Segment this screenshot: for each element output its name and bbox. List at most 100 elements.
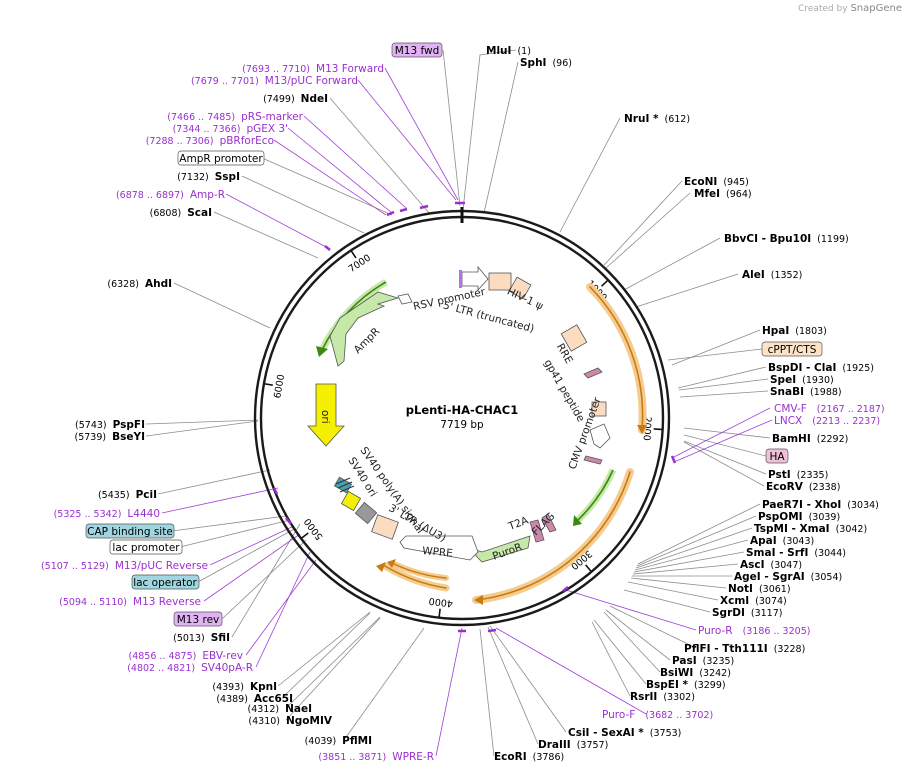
pleader-prs [303, 115, 407, 209]
enzyme-sspi: (7132)SspI [177, 171, 240, 183]
leader-pasi [605, 609, 671, 661]
lacop-text: lac operator [133, 577, 197, 589]
ha-box-label [765, 448, 789, 464]
leader-ha [683, 434, 767, 457]
leader-sphi [483, 61, 519, 214]
plasmid-size: 7719 bp [440, 419, 484, 431]
enzyme-rsrii: RsrII(3302) [630, 691, 695, 703]
leader-smai [633, 551, 745, 573]
leader-mlui [462, 49, 517, 211]
primer-l4440: (5325 .. 5342)L4440 [54, 508, 160, 520]
ha-text: HA [769, 451, 785, 463]
amppromoter-box [177, 150, 265, 166]
label-ori: ori [319, 410, 331, 424]
enzyme-ngomiv: (4310)NgoMIV [248, 715, 332, 727]
leader-rsrii [591, 621, 631, 697]
lacprom-box [109, 539, 183, 555]
credit-prefix: Created by [798, 4, 848, 14]
hiv-psi-box [508, 276, 532, 300]
pleader-pgex [287, 127, 393, 214]
plasmid-name: pLenti-HA-CHAC1 [406, 403, 518, 417]
cppt-orange-arc-core [589, 286, 644, 431]
leader-sgrdi [623, 589, 711, 613]
flag-arrow [541, 513, 557, 533]
leader-csii [489, 625, 567, 733]
enzyme-ecori: EcoRI(3786) [494, 751, 564, 763]
leader-ngomiv [285, 617, 381, 721]
leader-sspi [241, 175, 365, 234]
leader-kpni [277, 611, 371, 687]
tick-6000 [264, 383, 273, 387]
leader-lines [145, 49, 771, 757]
leader-apai [634, 539, 749, 571]
ltr5-box [488, 272, 512, 291]
enzyme-acc65i: (4389)Acc65I [216, 693, 293, 705]
pleader-l4440 [161, 487, 279, 514]
leader-ndei [329, 97, 431, 215]
enzyme-asci: AscI(3047) [740, 559, 802, 571]
m13fwd-box [391, 42, 443, 58]
leader-xhoi [637, 503, 761, 565]
primer-mark-pgex [386, 210, 395, 217]
amppromoter-text: AmpR promoter [179, 153, 263, 165]
leader-scai [213, 211, 319, 259]
enzyme-spei: SpeI(1930) [770, 374, 834, 386]
pleader-puror [565, 589, 697, 631]
leader-snabi [679, 390, 769, 398]
cmv-promoter-arrow [589, 423, 611, 449]
puro-orange-arc-core [475, 471, 631, 601]
enzyme-pflfi: PflFI - Tth111I(3228) [684, 643, 805, 655]
leader-econi [603, 180, 683, 266]
enzyme-bseyi: (5739)BseYI [75, 431, 145, 443]
enzyme-labels: MluI(1) SphI(96) NruI *(612) EcoNI(945) … [75, 45, 879, 763]
label-ampr: AmpR [352, 325, 383, 356]
label-gp41: gp41 peptide [541, 358, 586, 425]
lacprom-text: lac promoter [112, 542, 180, 554]
cmv-green-arrowhead [573, 515, 582, 526]
leader-spei [678, 378, 769, 391]
puro-orange-arc [472, 468, 634, 604]
primer-wpre-r: (3851 .. 3871)WPRE-R [318, 751, 434, 763]
pleader-m13pucrev [209, 525, 295, 566]
pleader-sv40par [255, 551, 311, 668]
enzyme-psti: PstI(2335) [768, 469, 828, 481]
leader-nrui [559, 117, 621, 233]
enzyme-sfii: (5013)SfiI [173, 632, 230, 644]
outer-features [381, 283, 647, 604]
enzyme-ahdi: (6328)AhdI [107, 278, 172, 290]
lac-arrowhead-1 [376, 562, 386, 572]
leader-ecori [479, 628, 495, 757]
ampr-promoter-arrow [397, 293, 413, 305]
pleader-m13rev [203, 533, 301, 602]
enzyme-bamhi: BamHI(2292) [772, 433, 848, 445]
primer-ebv-rev: (4856 .. 4875)EBV-rev [129, 650, 244, 662]
rre-box [560, 324, 588, 352]
pleader-ampr [225, 193, 329, 249]
tick-label-7000: 7000 [347, 253, 373, 276]
sv40-ori-box [354, 501, 378, 525]
enzyme-noti: NotI(3061) [728, 583, 791, 595]
inner-features [307, 265, 611, 563]
enzyme-alei: AleI(1352) [742, 269, 802, 281]
lacop-box [131, 574, 200, 590]
boxed-labels: M13 fwd AmpR promoter cPPT/CTS HA CAP bi… [85, 42, 823, 627]
leader-cap [171, 515, 287, 532]
leader-pspfi [145, 419, 259, 425]
enzyme-pspfi: (5743)PspFI [75, 419, 145, 431]
label-t2a: T2A [506, 514, 531, 533]
ha-arrow [583, 455, 603, 465]
primer-lncx: LNCX(2213 .. 2237) [774, 415, 880, 427]
enzyme-ndei: (7499)NdeI [263, 93, 328, 105]
leader-pspomi [636, 515, 757, 567]
enzyme-pasi: PasI(3235) [672, 655, 734, 667]
enzyme-draiii: DraIII(3757) [538, 739, 608, 751]
m13rev-box [173, 611, 223, 627]
enzyme-kpni: (4393)KpnI [212, 681, 277, 693]
enzyme-ecorv: EcoRV(2338) [766, 481, 840, 493]
leader-m13rev [221, 539, 307, 620]
leader-clai [677, 366, 767, 389]
leader-pflmi [343, 627, 425, 741]
leader-hpai [671, 329, 761, 366]
primer-m13-forward: (7693 .. 7710)M13 Forward [242, 63, 384, 75]
